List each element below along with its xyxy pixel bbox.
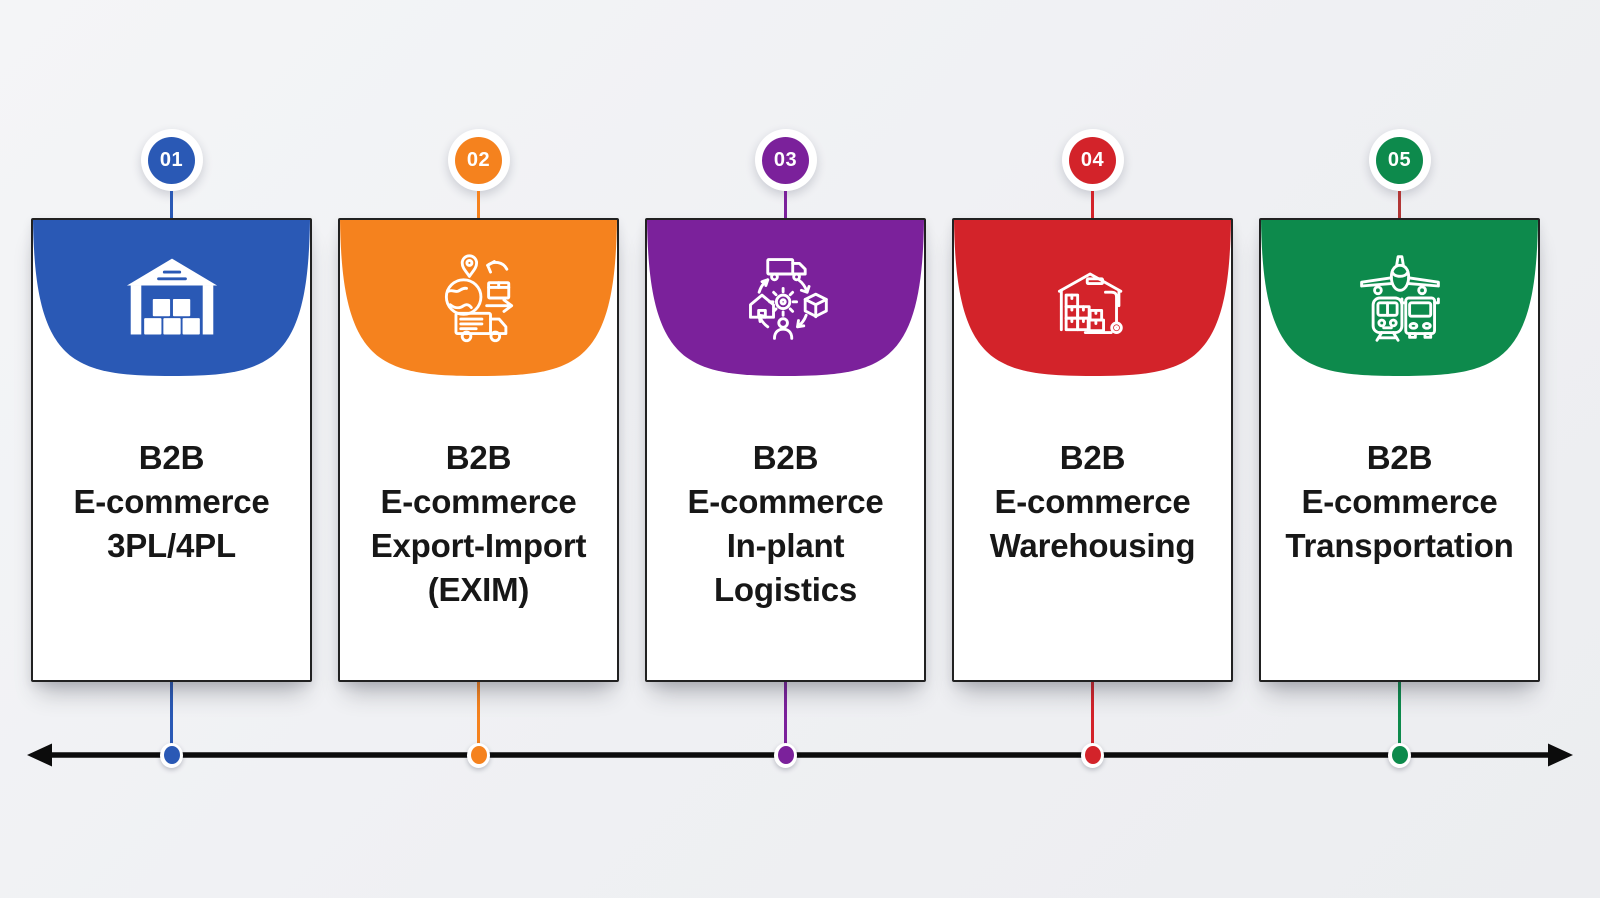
title-line: B2B bbox=[1059, 439, 1126, 476]
step-badge-circle: 05 bbox=[1376, 136, 1423, 184]
timeline-dot-core bbox=[163, 746, 180, 764]
title-line: Export-Import bbox=[370, 527, 587, 564]
title-line: In-plant bbox=[726, 527, 845, 564]
timeline-arrow-right-icon bbox=[1548, 743, 1573, 767]
step-number: 03 bbox=[773, 148, 798, 171]
title-line: (EXIM) bbox=[427, 571, 530, 608]
top-connector-line bbox=[1090, 191, 1095, 218]
card-header-shape bbox=[647, 220, 924, 376]
timeline-dot-core bbox=[777, 746, 794, 764]
step-badge: 03 bbox=[754, 129, 817, 191]
card-title: B2B E-commerce Export-Import (EXIM) bbox=[340, 436, 617, 612]
bottom-connector-line bbox=[1091, 682, 1094, 755]
card-header-shape bbox=[954, 220, 1231, 376]
step-number: 05 bbox=[1387, 148, 1412, 171]
card-title: B2B E-commerce Warehousing bbox=[954, 436, 1231, 568]
title-line: Transportation bbox=[1285, 527, 1514, 564]
title-line: E-commerce bbox=[73, 483, 270, 520]
step-badge-circle: 01 bbox=[148, 136, 195, 184]
step-badge: 05 bbox=[1368, 129, 1431, 191]
step-badge-circle: 04 bbox=[1069, 136, 1116, 184]
step-badge: 01 bbox=[140, 129, 203, 191]
card-3pl-4pl: B2B E-commerce 3PL/4PL bbox=[31, 218, 312, 682]
top-connector-line bbox=[1397, 191, 1402, 218]
title-line: Logistics bbox=[713, 571, 858, 608]
card-in-plant-logistics: B2B E-commerce In-plant Logistics bbox=[645, 218, 926, 682]
timeline-dot-core bbox=[1391, 746, 1408, 764]
in-plant-logistics-icon bbox=[748, 258, 828, 340]
step-badge-circle: 03 bbox=[762, 136, 809, 184]
bottom-connector-line bbox=[170, 682, 173, 755]
warehousing-icon bbox=[1057, 272, 1123, 334]
module-transportation: 05 bbox=[1259, 129, 1540, 768]
timeline-dot bbox=[160, 742, 183, 768]
step-number: 04 bbox=[1080, 148, 1105, 171]
card-export-import: B2B E-commerce Export-Import (EXIM) bbox=[338, 218, 619, 682]
modules-row: 01 bbox=[31, 129, 1540, 768]
module-in-plant-logistics: 03 bbox=[645, 129, 926, 768]
top-connector-line bbox=[476, 191, 481, 218]
timeline-dot-core bbox=[1084, 746, 1101, 764]
step-badge-circle: 02 bbox=[455, 136, 502, 184]
card-title: B2B E-commerce Transportation bbox=[1261, 436, 1538, 568]
export-import-icon bbox=[444, 254, 513, 343]
timeline-dot bbox=[467, 742, 490, 768]
top-connector-line bbox=[169, 191, 174, 218]
timeline-dot bbox=[774, 742, 797, 768]
title-line: 3PL/4PL bbox=[107, 527, 236, 564]
card-header-shape bbox=[340, 220, 617, 376]
title-line: B2B bbox=[1366, 439, 1433, 476]
title-line: B2B bbox=[752, 439, 819, 476]
card-transportation: B2B E-commerce Transportation bbox=[1259, 218, 1540, 682]
module-export-import: 02 bbox=[338, 129, 619, 768]
title-line: E-commerce bbox=[380, 483, 577, 520]
card-header-shape bbox=[33, 220, 310, 376]
bottom-connector-line bbox=[1398, 682, 1401, 755]
title-line: B2B bbox=[445, 439, 512, 476]
step-badge: 04 bbox=[1061, 129, 1124, 191]
card-header-shape bbox=[1261, 220, 1538, 376]
title-line: Warehousing bbox=[989, 527, 1196, 564]
step-badge: 02 bbox=[447, 129, 510, 191]
title-line: E-commerce bbox=[994, 483, 1191, 520]
step-number: 01 bbox=[159, 148, 184, 171]
module-warehousing: 04 bbox=[952, 129, 1233, 768]
transportation-icon bbox=[1359, 255, 1440, 342]
module-3pl-4pl: 01 bbox=[31, 129, 312, 768]
bottom-connector-line bbox=[784, 682, 787, 755]
timeline-dot bbox=[1388, 742, 1411, 768]
card-title: B2B E-commerce In-plant Logistics bbox=[647, 436, 924, 612]
bottom-connector-line bbox=[477, 682, 480, 755]
top-connector-line bbox=[783, 191, 788, 218]
timeline-dot bbox=[1081, 742, 1104, 768]
title-line: E-commerce bbox=[687, 483, 884, 520]
warehouse-icon bbox=[126, 258, 217, 335]
timeline-arrow-left-icon bbox=[27, 743, 52, 767]
card-title: B2B E-commerce 3PL/4PL bbox=[33, 436, 310, 568]
title-line: E-commerce bbox=[1301, 483, 1498, 520]
card-warehousing: B2B E-commerce Warehousing bbox=[952, 218, 1233, 682]
timeline-dot-core bbox=[470, 746, 487, 764]
timeline bbox=[27, 743, 1573, 767]
title-line: B2B bbox=[138, 439, 205, 476]
step-number: 02 bbox=[466, 148, 491, 171]
